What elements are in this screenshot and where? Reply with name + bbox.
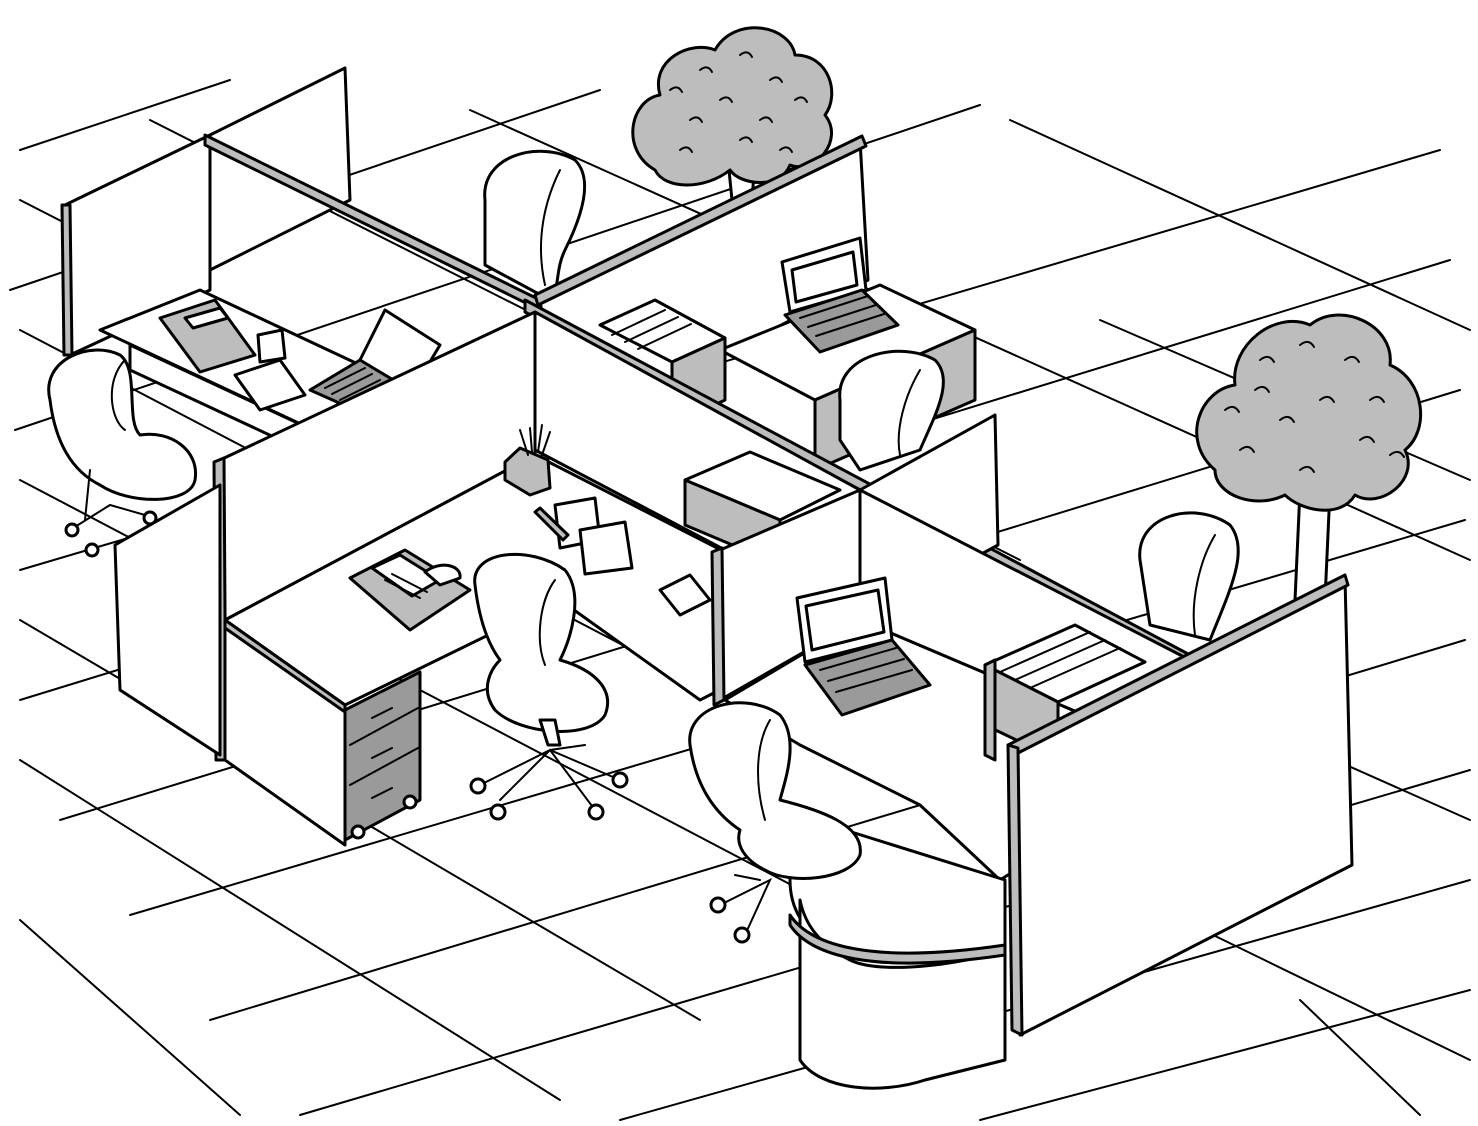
office-chair-icon	[469, 552, 629, 821]
office-chair-icon	[483, 149, 587, 302]
potted-tree-icon	[1195, 313, 1422, 602]
office-chair-icon	[1138, 511, 1240, 642]
office-chair-icon	[47, 348, 197, 558]
potted-tree-icon	[631, 26, 834, 202]
office-chair-icon	[688, 701, 862, 944]
cubicle-front-left	[113, 310, 862, 847]
laptop-icon	[795, 576, 932, 717]
telephone-icon	[348, 548, 472, 632]
laptop-icon	[780, 236, 900, 354]
office-chair-icon	[838, 349, 945, 472]
pen-holder-icon	[503, 424, 552, 497]
cubicle-back-right	[483, 134, 977, 472]
cubicle-front-right	[688, 413, 1354, 1090]
